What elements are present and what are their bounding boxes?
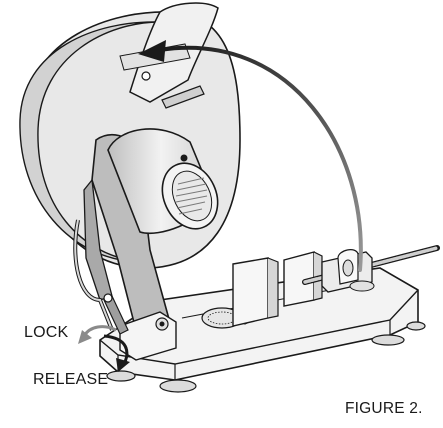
figure-caption: FIGURE 2. — [345, 400, 423, 417]
release-label: RELEASE — [33, 371, 109, 388]
motor-housing — [107, 128, 219, 234]
lock-label: LOCK — [24, 324, 69, 341]
lock-rotation-arrow — [78, 325, 117, 344]
vise-assembly — [232, 245, 440, 327]
lock-lever — [103, 293, 129, 335]
release-rotation-arrow — [103, 334, 130, 372]
swing-arm — [73, 134, 177, 361]
saw-base — [99, 267, 426, 393]
raise-direction-arrow — [138, 40, 363, 272]
